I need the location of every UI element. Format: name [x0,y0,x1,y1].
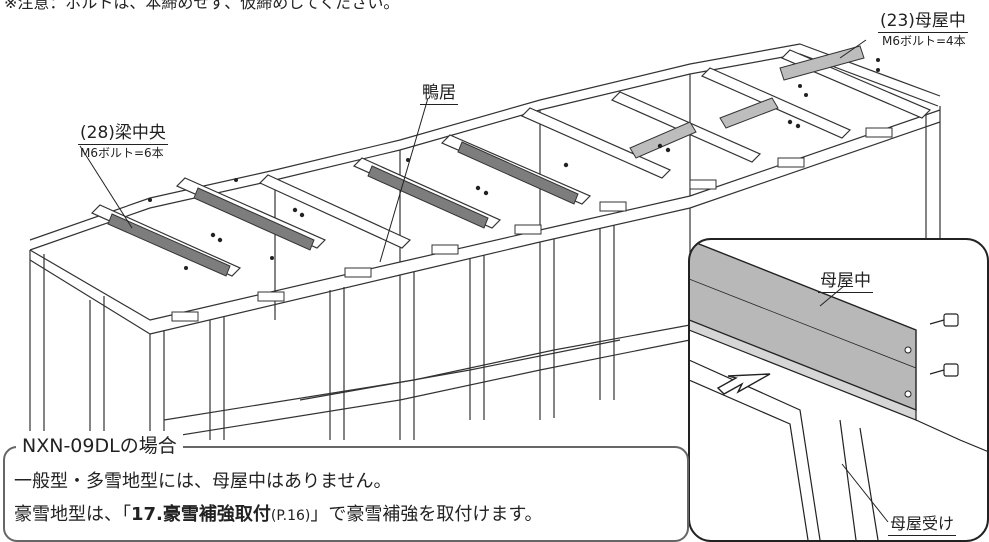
vent-6 [599,201,627,212]
rafter-6 [520,107,672,179]
beam-center-part-4 [457,141,579,205]
note-line-2-ref: (P.16) [270,508,311,524]
vent-9 [865,127,893,138]
beam-center-part-3 [367,165,489,229]
beam-center-bolts-label: M6ボルト=6本 [80,146,164,160]
detail-purlin-center-label: 母屋中 [818,266,873,293]
vent-7 [689,179,717,190]
note-line-2-bold: 17.豪雪補強取付 [131,504,271,525]
vent-8 [777,157,805,168]
frame-back-top-rail [29,43,941,241]
floor-rail [149,339,691,441]
note-line-2: 豪雪地型は、「17.豪雪補強取付(P.16)」で豪雪補強を取付けます。 [14,500,543,526]
purlin-center-part-3 [779,45,865,81]
detail-bolt-1 [929,313,959,327]
purlin-center-part-1 [629,121,697,159]
detail-bolt-2 [929,363,959,377]
note-line-1: 一般型・多雪地型には、母屋中はありません。 [14,471,392,492]
vent-2 [257,291,285,302]
note-title: NXN-09DLの場合 [16,431,183,458]
note-line-2-prefix: 豪雪地型は、「 [14,504,131,525]
vent-4 [431,244,459,255]
leader-purlin-center [839,39,867,59]
beam-center-label: (28)梁中央 [78,118,168,145]
rafter-3 [258,174,412,249]
detail-bolt-hole-1 [904,346,912,354]
detail-arrow [716,373,771,395]
beam-center-part-2 [193,187,315,251]
purlin-center-label: (23)母屋中 [878,6,968,33]
detail-purlin-receiver-label: 母屋受け [888,510,957,536]
vent-3 [344,267,372,278]
leader-kamoi [379,97,429,263]
clipped-instruction-text: ※注意：ボルトは、本締めせず、仮締めしてください。 [4,0,400,12]
detail-bolt-hole-2 [904,390,912,398]
note-line-2-suffix: 」で豪雪補強を取付けます。 [310,504,543,525]
vent-1 [171,311,199,322]
purlin-center-part-2 [719,97,779,129]
kamoi-label: 鴨居 [420,78,458,105]
vent-5 [514,224,542,235]
purlin-center-bolts-label: M6ボルト=4本 [882,34,966,48]
detail-inset [689,239,989,542]
leader-beam-center [79,145,133,229]
rafter-8 [700,67,852,139]
note-box [3,446,689,542]
frame-front-top-rail [29,109,941,321]
beam-center-part-1 [107,213,231,277]
frame-back-top-rail-inner [29,53,939,251]
